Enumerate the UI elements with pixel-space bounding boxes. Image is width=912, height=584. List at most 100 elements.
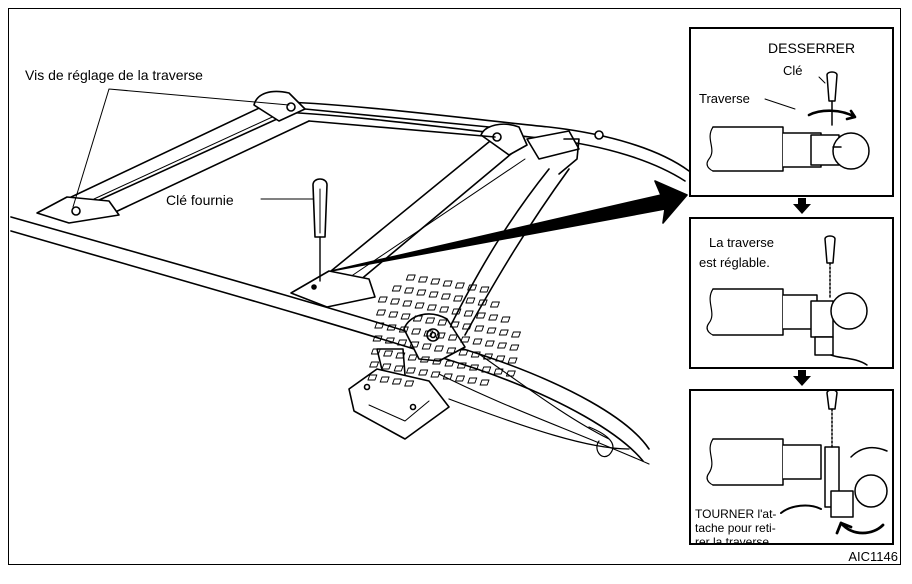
perforation-hole [402,300,413,307]
perforation-hole [367,374,378,381]
perforation-hole [381,363,392,370]
perforation-hole [409,341,420,348]
perforation-hole [372,335,383,342]
perforation-hole [376,309,386,316]
perforation-hole [400,313,411,320]
perforation-hole [397,339,408,346]
perforation-hole [447,334,458,341]
perforation-hole [426,304,437,311]
perforation-hole [465,297,476,304]
perforation-hole [455,375,465,382]
perforation-hole [412,315,423,322]
perforation-hole [439,306,450,313]
perforated-surface [367,274,521,387]
perforation-hole [418,369,429,376]
perforation-hole [460,336,471,343]
detail-panel-loosen: DESSERRER Clé Traverse [689,27,894,197]
perforation-hole [442,280,453,287]
rear-crossbar [290,123,604,308]
panel-3-line-2: tache pour reti- [695,521,776,535]
perforation-hole [484,340,495,347]
panel-3-line-1: TOURNER l'at- [695,507,777,521]
perforation-hole [458,349,469,356]
panel-2-line-1: La traverse [709,235,775,250]
perforation-hole [498,329,509,336]
perforation-hole [430,278,441,285]
crossbar-tube [712,126,784,172]
perforation-hole [486,327,497,334]
perforation-hole [479,379,490,386]
supplied-key-tool [312,178,328,282]
detail-panels: DESSERRER Clé Traverse La [689,27,894,545]
step-arrow-2-icon [793,370,811,386]
perforation-hole [479,286,490,293]
perforation-hole [425,317,436,324]
rotate-arrow-icon [835,521,885,535]
rear-side-rail [263,100,690,172]
perforation-hole [500,316,511,323]
perforation-hole [467,377,478,384]
detail-arrow [330,180,688,272]
perforation-hole [493,368,504,375]
perforation-hole [490,301,500,308]
perforation-hole [369,361,380,368]
perforation-hole [423,330,434,337]
perforation-hole [418,276,428,283]
perforation-hole [395,352,406,359]
leader-crossbar-screw [72,88,290,208]
panel-1-title: DESSERRER [768,40,856,56]
perforation-hole [461,323,472,330]
perforation-hole [404,287,414,294]
perforation-hole [446,347,457,354]
perforation-hole [383,350,394,357]
perforation-hole [483,353,493,360]
reference-code: AIC1146 [848,549,898,564]
perforation-hole [456,362,467,369]
perforation-hole [414,302,425,309]
panel-2-line-2: est réglable. [699,255,770,270]
detail-panel-adjustable: La traverse est réglable. [689,217,894,369]
perforation-hole [481,366,492,373]
perforation-hole [440,293,451,300]
front-mount-foot [348,313,466,440]
perforation-hole [379,376,390,383]
perforation-hole [444,360,455,367]
perforation-hole [428,291,439,298]
perforation-hole [497,342,507,349]
perforation-hole [374,322,385,329]
front-crossbar [36,90,310,224]
perforation-hole [454,282,465,289]
perforation-hole [405,274,416,281]
perforation-hole [421,343,432,350]
perforation-hole [377,296,388,303]
perforation-hole [469,364,479,371]
perforation-hole [463,310,474,317]
perforation-hole [404,380,415,387]
perforation-hole [391,285,402,292]
perforation-hole [437,319,448,326]
label-crossbar-screw: Vis de réglage de la traverse [25,67,203,83]
perforation-hole [430,371,441,378]
diagram-frame: Vis de réglage de la traverse Clé fourni… [8,8,901,565]
perforation-hole [432,358,443,365]
perforation-hole [393,365,404,372]
front-side-rail [10,216,650,450]
panel-1-key-label: Clé [783,63,803,78]
perforation-hole [419,356,430,363]
detail-panel-rotate: TOURNER l'at- tache pour reti- rer la tr… [689,389,894,545]
perforation-hole [386,324,397,331]
perforation-hole [511,331,521,338]
perforation-hole [390,298,400,305]
perforation-hole [474,325,485,332]
perforation-hole [405,367,416,374]
perforation-hole [477,299,488,306]
perforation-hole [398,326,409,333]
perforation-hole [467,284,478,291]
perforation-hole [472,338,483,345]
panel-1-crossbar-label: Traverse [699,91,750,106]
perforation-hole [507,357,518,364]
perforation-hole [449,321,460,328]
perforation-hole [509,344,520,351]
perforation-hole [391,378,402,385]
perforation-hole [433,345,444,352]
